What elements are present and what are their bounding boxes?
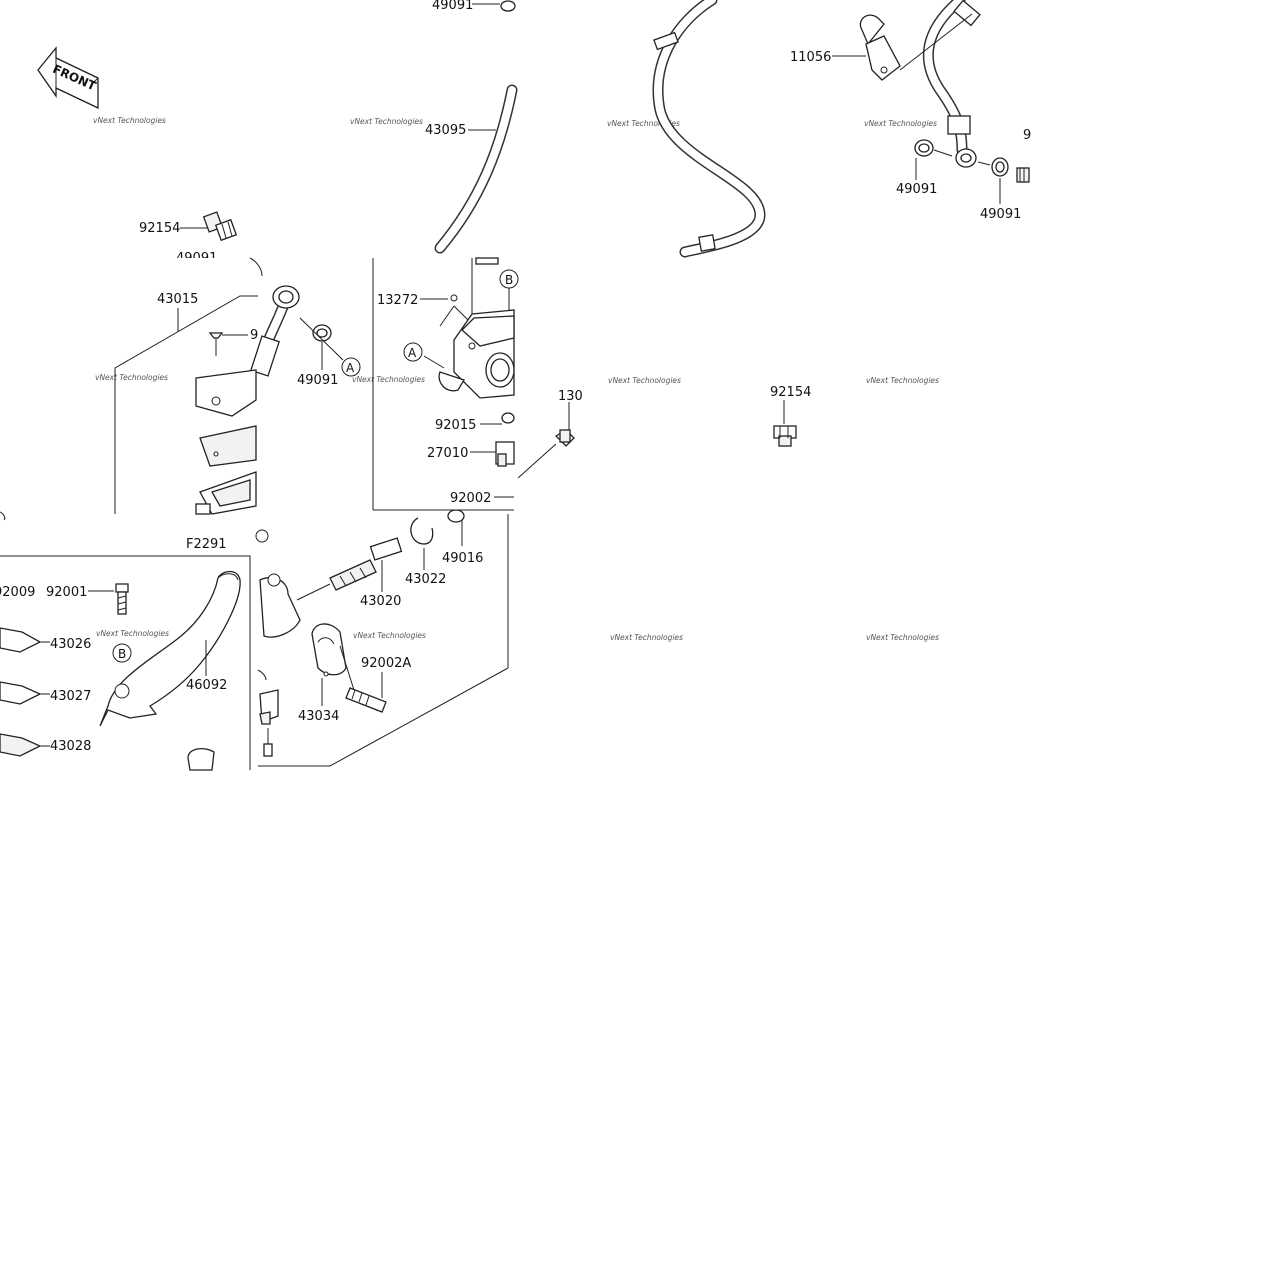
part-label-49091: 49091: [980, 207, 1021, 222]
washers-right: [914, 139, 1030, 204]
watermark: vNext Technologies: [866, 376, 939, 385]
part-label-43022: 43022: [405, 572, 446, 587]
watermark: vNext Technologies: [864, 119, 937, 128]
hose-clamp-bracket: [832, 14, 901, 81]
part-label-49091: 49091: [896, 182, 937, 197]
watermarks: vNext Technologies vNext Technologies vN…: [93, 116, 939, 642]
part-label-49091-partial: 49091: [176, 251, 217, 266]
part-label-92002: 92002: [450, 491, 491, 506]
part-label-27010: 27010: [427, 446, 468, 461]
watermark: vNext Technologies: [96, 629, 169, 638]
part-label-11056: 11056: [790, 50, 831, 65]
bleeder-screw: [554, 402, 575, 447]
callout-a: A: [408, 346, 417, 360]
watermark: vNext Technologies: [608, 376, 681, 385]
callout-b: B: [505, 273, 513, 287]
part-label-49091: 49091: [432, 0, 473, 13]
part-label-43027: 43027: [50, 689, 91, 704]
part-label-9: 9: [250, 328, 258, 343]
part-label-49091: 49091: [297, 373, 338, 388]
brake-hose-upper: [434, 0, 518, 254]
watermark: vNext Technologies: [93, 116, 166, 125]
watermark: vNext Technologies: [866, 633, 939, 642]
part-label-43034: 43034: [298, 709, 339, 724]
master-cylinder-body: A B: [372, 257, 557, 668]
part-label-13272: 13272: [377, 293, 418, 308]
part-label-43020: 43020: [360, 594, 401, 609]
watermark: vNext Technologies: [352, 375, 425, 384]
part-label-43095: 43095: [425, 123, 466, 138]
watermark: vNext Technologies: [607, 119, 680, 128]
callout-b: B: [118, 647, 126, 661]
section-label: F2291: [186, 537, 227, 552]
part-label-9: 9: [1023, 128, 1031, 143]
part-label-92002A: 92002A: [361, 656, 411, 671]
part-label-46092: 46092: [186, 678, 227, 693]
part-label-92001: 92001: [46, 585, 87, 600]
part-label-92015: 92015: [435, 418, 476, 433]
watermark: vNext Technologies: [353, 631, 426, 640]
watermark: vNext Technologies: [610, 633, 683, 642]
part-label-49016: 49016: [442, 551, 483, 566]
brake-hose-right: [652, 0, 981, 258]
part-label-130: 130: [558, 389, 583, 404]
piston-assembly: [255, 509, 509, 767]
part-label-92009: 92009: [0, 585, 35, 600]
banjo-bolt-92154: [180, 211, 238, 242]
part-label-43026: 43026: [50, 637, 91, 652]
watermark: vNext Technologies: [95, 373, 168, 382]
part-label-43028: 43028: [50, 739, 91, 754]
part-label-92154: 92154: [770, 385, 811, 400]
banjo-bolt-92154-b: [773, 400, 797, 447]
part-label-43015: 43015: [157, 292, 198, 307]
part-label-92154: 92154: [139, 221, 180, 236]
watermark: vNext Technologies: [350, 117, 423, 126]
reservoir-hose-section: A: [114, 257, 361, 515]
callout-a: A: [346, 361, 355, 375]
lever-section-box: F2291 B: [0, 537, 251, 771]
front-direction-arrow: FRONT: [37, 46, 99, 110]
